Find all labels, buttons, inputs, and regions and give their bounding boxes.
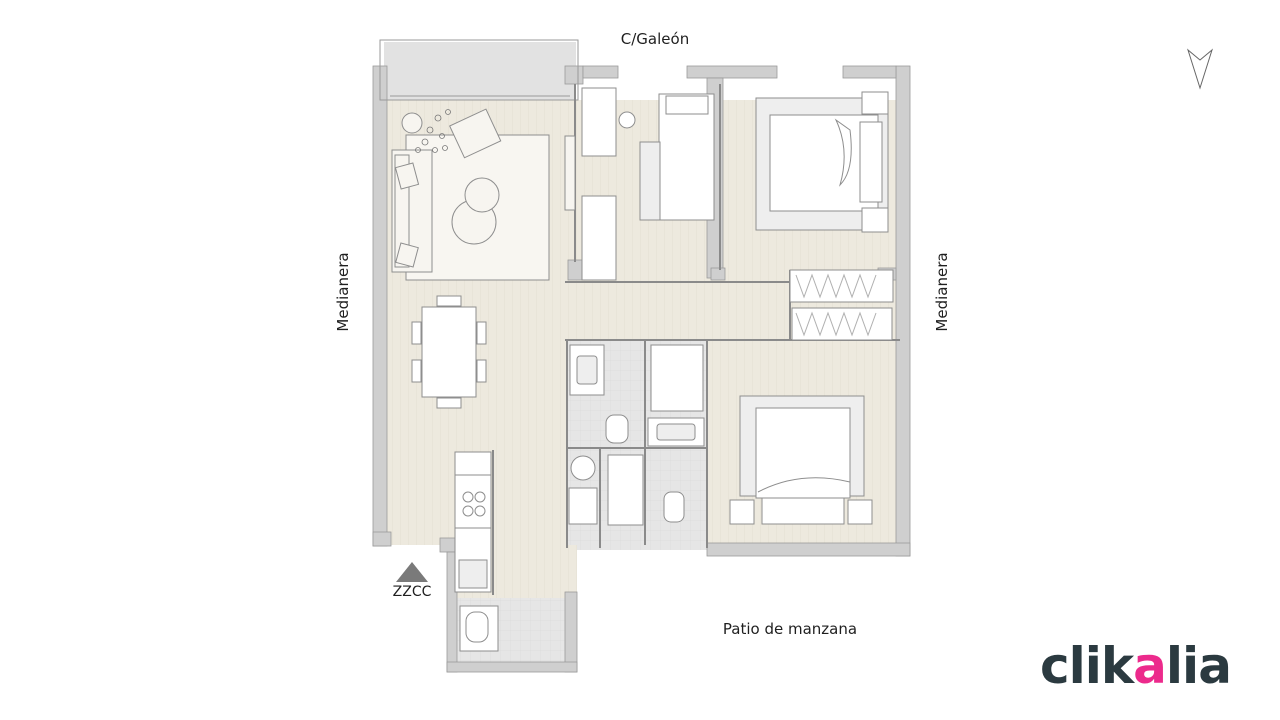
- wardrobes: [789, 269, 894, 341]
- bathroom-fixtures: [459, 344, 705, 652]
- north-arrow-icon: [1187, 48, 1213, 90]
- kitchen: [454, 451, 492, 593]
- common-areas-label: ZZCC: [392, 584, 432, 600]
- entrance-triangle-icon: [396, 562, 428, 582]
- plant: [415, 109, 451, 153]
- courtyard-label: Patio de manzana: [722, 620, 858, 638]
- bedroom-main: [755, 91, 889, 233]
- brand-logo: clikalia: [1040, 636, 1232, 696]
- street-label: C/Galeón: [620, 30, 690, 48]
- terrace: [379, 39, 579, 101]
- logo-text-after: lia: [1165, 637, 1232, 695]
- interior-walls: [492, 84, 900, 595]
- living-room: [391, 108, 576, 281]
- logo-text-accent: a: [1133, 637, 1167, 695]
- dining-table: [411, 295, 487, 409]
- party-wall-right-label: Medianera: [933, 252, 951, 332]
- logo-text-before: clik: [1040, 637, 1134, 695]
- party-wall-left-label: Medianera: [334, 252, 352, 332]
- bedroom-small: [581, 87, 715, 281]
- bedroom-second: [729, 395, 873, 525]
